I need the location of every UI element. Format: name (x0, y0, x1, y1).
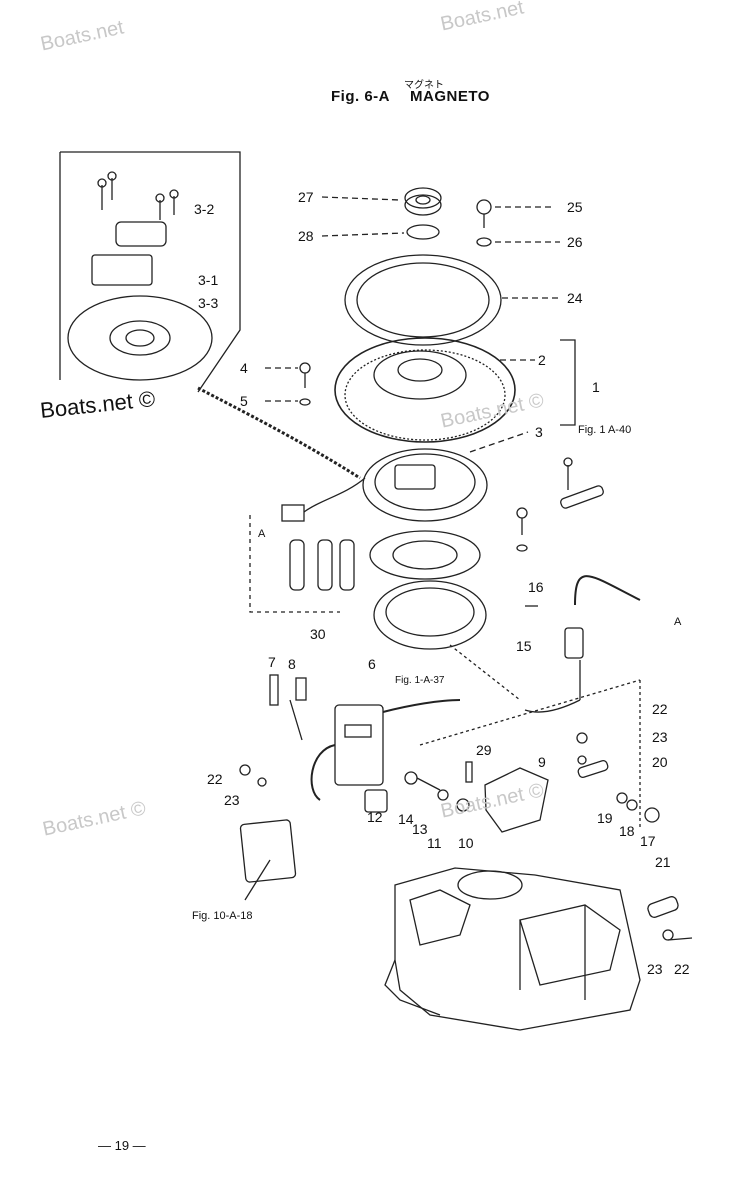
part-7: 7 (268, 654, 276, 670)
part-3-1: 3-1 (198, 272, 219, 288)
part-2: 2 (538, 352, 546, 368)
lead-connector (281, 504, 305, 522)
part-3: 3 (535, 424, 543, 440)
part-3-2: 3-2 (194, 201, 215, 217)
wire-harness (197, 386, 361, 480)
figure-number: Fig. 6-A (331, 88, 390, 105)
stator-assembly (362, 448, 488, 522)
pulser-plate (369, 530, 481, 580)
connector-a-left: A (258, 528, 266, 540)
part-18: 18 (619, 823, 635, 839)
flywheel-washer (406, 224, 440, 240)
part-19: 19 (597, 810, 613, 826)
part-20: 20 (652, 754, 668, 770)
cdi-unit (334, 704, 384, 786)
page-title: Fig. 6-A MAGNETO (331, 88, 490, 105)
engine-crankcase (384, 867, 641, 1031)
part-13: 13 (412, 821, 428, 837)
part-3-3: 3-3 (198, 295, 219, 311)
part-23-bottom: 23 (647, 961, 663, 977)
part-23-left: 23 (224, 792, 240, 808)
part-10: 10 (458, 835, 474, 851)
part-30: 30 (310, 626, 326, 642)
part-12: 12 (367, 809, 383, 825)
part-15: 15 (516, 638, 532, 654)
part-27: 27 (298, 189, 314, 205)
flywheel (334, 337, 516, 443)
part-4: 4 (240, 360, 248, 376)
part-22-right: 22 (652, 701, 668, 717)
voltage-regulator (484, 767, 549, 833)
part-1: 1 (592, 379, 600, 395)
part-17: 17 (640, 833, 656, 849)
part-6: 6 (368, 656, 376, 672)
inset-frame (60, 151, 241, 393)
part-25: 25 (567, 199, 583, 215)
part-14: 14 (398, 811, 414, 827)
ref-fig-1-a-37: Fig. 1-A-37 (395, 675, 445, 686)
part-5: 5 (240, 393, 248, 409)
page-number: — 19 — (98, 1138, 146, 1153)
part-16: 16 (528, 579, 544, 595)
inset-coil-3-2 (115, 221, 167, 247)
rectifier-block (239, 819, 297, 883)
part-22-bottom: 22 (674, 961, 690, 977)
part-11: 11 (427, 835, 442, 851)
part-26: 26 (567, 234, 583, 250)
connector-15 (564, 627, 584, 659)
stator-bracket (373, 580, 487, 650)
part-24: 24 (567, 290, 583, 306)
part-23-right: 23 (652, 729, 668, 745)
part-28: 28 (298, 228, 314, 244)
part-8: 8 (288, 656, 296, 672)
inset-stator-plate (67, 295, 213, 381)
connector-a-right: A (674, 616, 682, 628)
flywheel-cover (344, 254, 502, 346)
part-21: 21 (655, 854, 671, 870)
ref-fig-10-a-18: Fig. 10-A-18 (192, 910, 253, 922)
flywheel-nut (404, 187, 442, 209)
part-9: 9 (538, 754, 546, 770)
title-japanese: マグネト (404, 80, 444, 91)
inset-coil-3-1 (91, 254, 153, 286)
ref-fig-1-a-40: Fig. 1 A-40 (578, 424, 632, 436)
part-29: 29 (476, 742, 492, 758)
part-22-left: 22 (207, 771, 223, 787)
figure-title: MAGNETO (410, 88, 490, 105)
